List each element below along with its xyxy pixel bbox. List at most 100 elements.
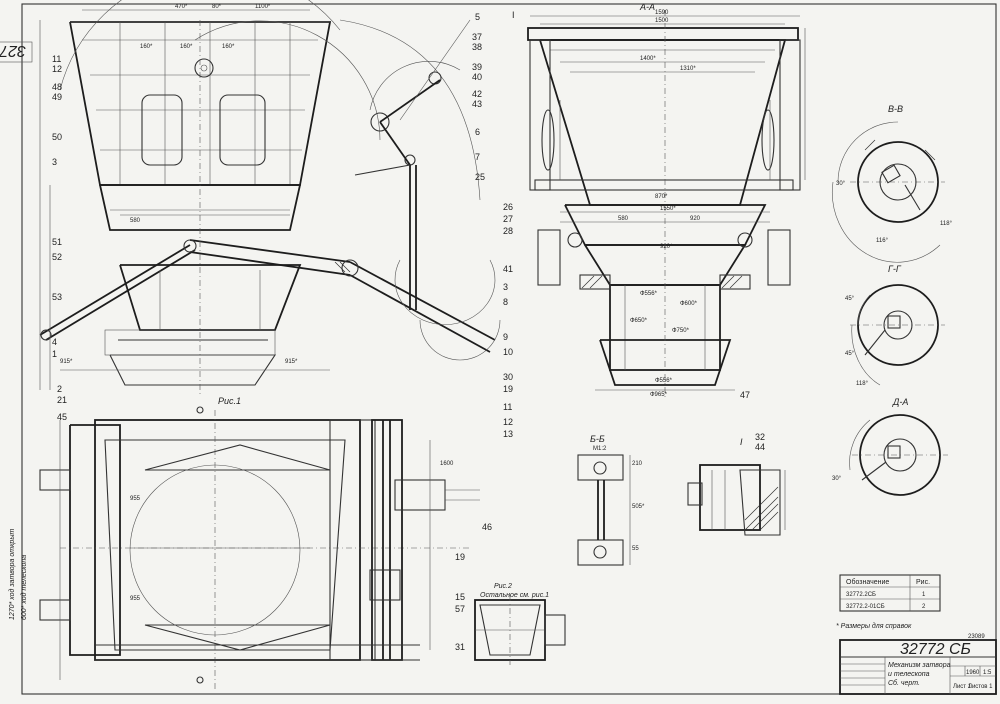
item-39: 39: [472, 62, 482, 72]
aa-dim-11: Ф600*: [680, 301, 698, 307]
drawing-frame: [21, 3, 997, 695]
item-43: 43: [472, 99, 482, 109]
drawing-number: 32772 СБ: [900, 641, 971, 658]
detail-i-marker: I: [512, 10, 515, 20]
plan-view-fig1: [39, 406, 480, 690]
item-11: 11: [503, 402, 512, 412]
angle-gg-2: 45°: [845, 351, 855, 357]
item-19-left: 2: [57, 384, 62, 394]
title-line-1: Механизм затвора: [888, 662, 951, 669]
dim-top-5: 160*: [180, 44, 193, 50]
dim-top-3: 1100*: [255, 4, 271, 10]
vertical-note-1: 1270* ход затвора открыт: [8, 529, 16, 620]
section-gg-view: [850, 284, 945, 386]
dim-top-6: 160*: [222, 44, 235, 50]
section-aa-title: А-А: [639, 2, 655, 12]
spec-row-2-designation: 32772.2-01СБ: [846, 604, 885, 610]
bb-dim-3: 55: [632, 546, 639, 552]
rotated-drawing-number: 32772 СБ: [0, 41, 33, 63]
aa-dim-6: 1550*: [660, 206, 676, 212]
item-4: 50: [52, 132, 62, 142]
section-vv-title: В-В: [888, 104, 903, 114]
section-vv-view: [832, 121, 945, 263]
item-37: 37: [472, 32, 482, 42]
title-line-3: Сб. черт.: [888, 679, 920, 687]
angle-gg-3: 118°: [856, 381, 869, 387]
item-52: 48: [52, 82, 62, 92]
fig2-title: Рис.2: [494, 583, 512, 590]
item-19: 19: [503, 384, 513, 394]
aa-dim-4: 1310*: [680, 66, 696, 72]
angle-gg-1: 45°: [845, 296, 855, 302]
item-48: 11: [52, 54, 61, 64]
item-40: 40: [472, 72, 482, 82]
item-38: 38: [472, 42, 482, 52]
item-15: 21: [57, 395, 67, 405]
item-9: 9: [503, 332, 508, 342]
item-41: 41: [503, 264, 513, 274]
item-3: 3: [503, 282, 508, 292]
aa-dim-8: 920: [690, 216, 701, 222]
vertical-note-2: 600* ход телескопа: [20, 555, 28, 620]
fig1-title: Рис.1: [218, 396, 241, 406]
item-6: 6: [475, 127, 480, 137]
fig2-view: [474, 595, 566, 665]
fig2-caption: Остальное см. рис.1: [480, 592, 549, 599]
title-scale: 1:5: [983, 670, 992, 676]
section-bb-view: [577, 454, 631, 566]
title-sheet: Лист 1: [953, 684, 972, 690]
item-1: 51: [52, 237, 62, 247]
section-da-view: [849, 414, 948, 496]
aa-dim-10: Ф556*: [640, 291, 658, 297]
item-44: 15: [455, 592, 465, 602]
bb-dim-1: 210: [632, 461, 643, 467]
title-sheets: Листов 1: [968, 684, 993, 690]
item-8: 8: [503, 297, 508, 307]
title-block: [839, 639, 997, 695]
aa-dim-15: Ф965*: [650, 392, 668, 398]
item-35: 47: [740, 390, 750, 400]
angle-vv-3: 116°: [876, 238, 889, 244]
bb-dim-2: 505*: [632, 504, 645, 510]
dim-bottom-2: 915*: [285, 359, 298, 365]
item-7: 7: [475, 152, 480, 162]
aa-dim-2: 1500: [655, 18, 669, 24]
spec-header-designation: Обозначение: [846, 578, 889, 586]
item-54: 31: [455, 642, 465, 652]
item-25: 25: [475, 172, 485, 182]
item-32: 19: [455, 552, 465, 562]
rotated-number-text: 32772 СБ: [0, 42, 26, 59]
item-34: 44: [755, 442, 765, 452]
section-bb-title: Б-Б: [590, 434, 605, 444]
dim-lower-cone: 580: [130, 218, 141, 224]
item-53: 49: [52, 92, 62, 102]
section-bb-scale: М1:2: [593, 446, 607, 452]
section-da-title: Д-А: [892, 397, 908, 407]
dim-top-4: 160*: [140, 44, 153, 50]
plan-dim-2: 955: [130, 496, 141, 502]
aa-dim-1: 1590: [655, 10, 669, 16]
section-aa-view: [527, 10, 806, 400]
dim-top-1: 470*: [175, 4, 188, 10]
title-line-2: и телескопа: [888, 671, 930, 678]
spec-row-1-fig: 1: [922, 592, 926, 598]
aa-dim-14: Ф556*: [655, 378, 673, 384]
angle-vv-1: 30°: [836, 181, 846, 187]
spec-header-fig: Рис.: [916, 579, 930, 586]
item-30: 30: [503, 372, 513, 382]
item-3-left: 3: [52, 157, 57, 167]
item-45: 4: [52, 337, 57, 347]
item-21: 53: [52, 292, 62, 302]
detail-i-title: I: [740, 437, 743, 447]
detail-i-view: [687, 464, 786, 536]
aa-dim-12: Ф650*: [630, 318, 648, 324]
item-47: 57: [455, 604, 465, 614]
section-gg-title: Г-Г: [888, 264, 902, 274]
item-10: 10: [503, 347, 513, 357]
plan-dim-3: 955: [130, 596, 141, 602]
item-5: 5: [475, 12, 480, 22]
item-2: 52: [52, 252, 62, 262]
item-46: 1: [52, 349, 57, 359]
